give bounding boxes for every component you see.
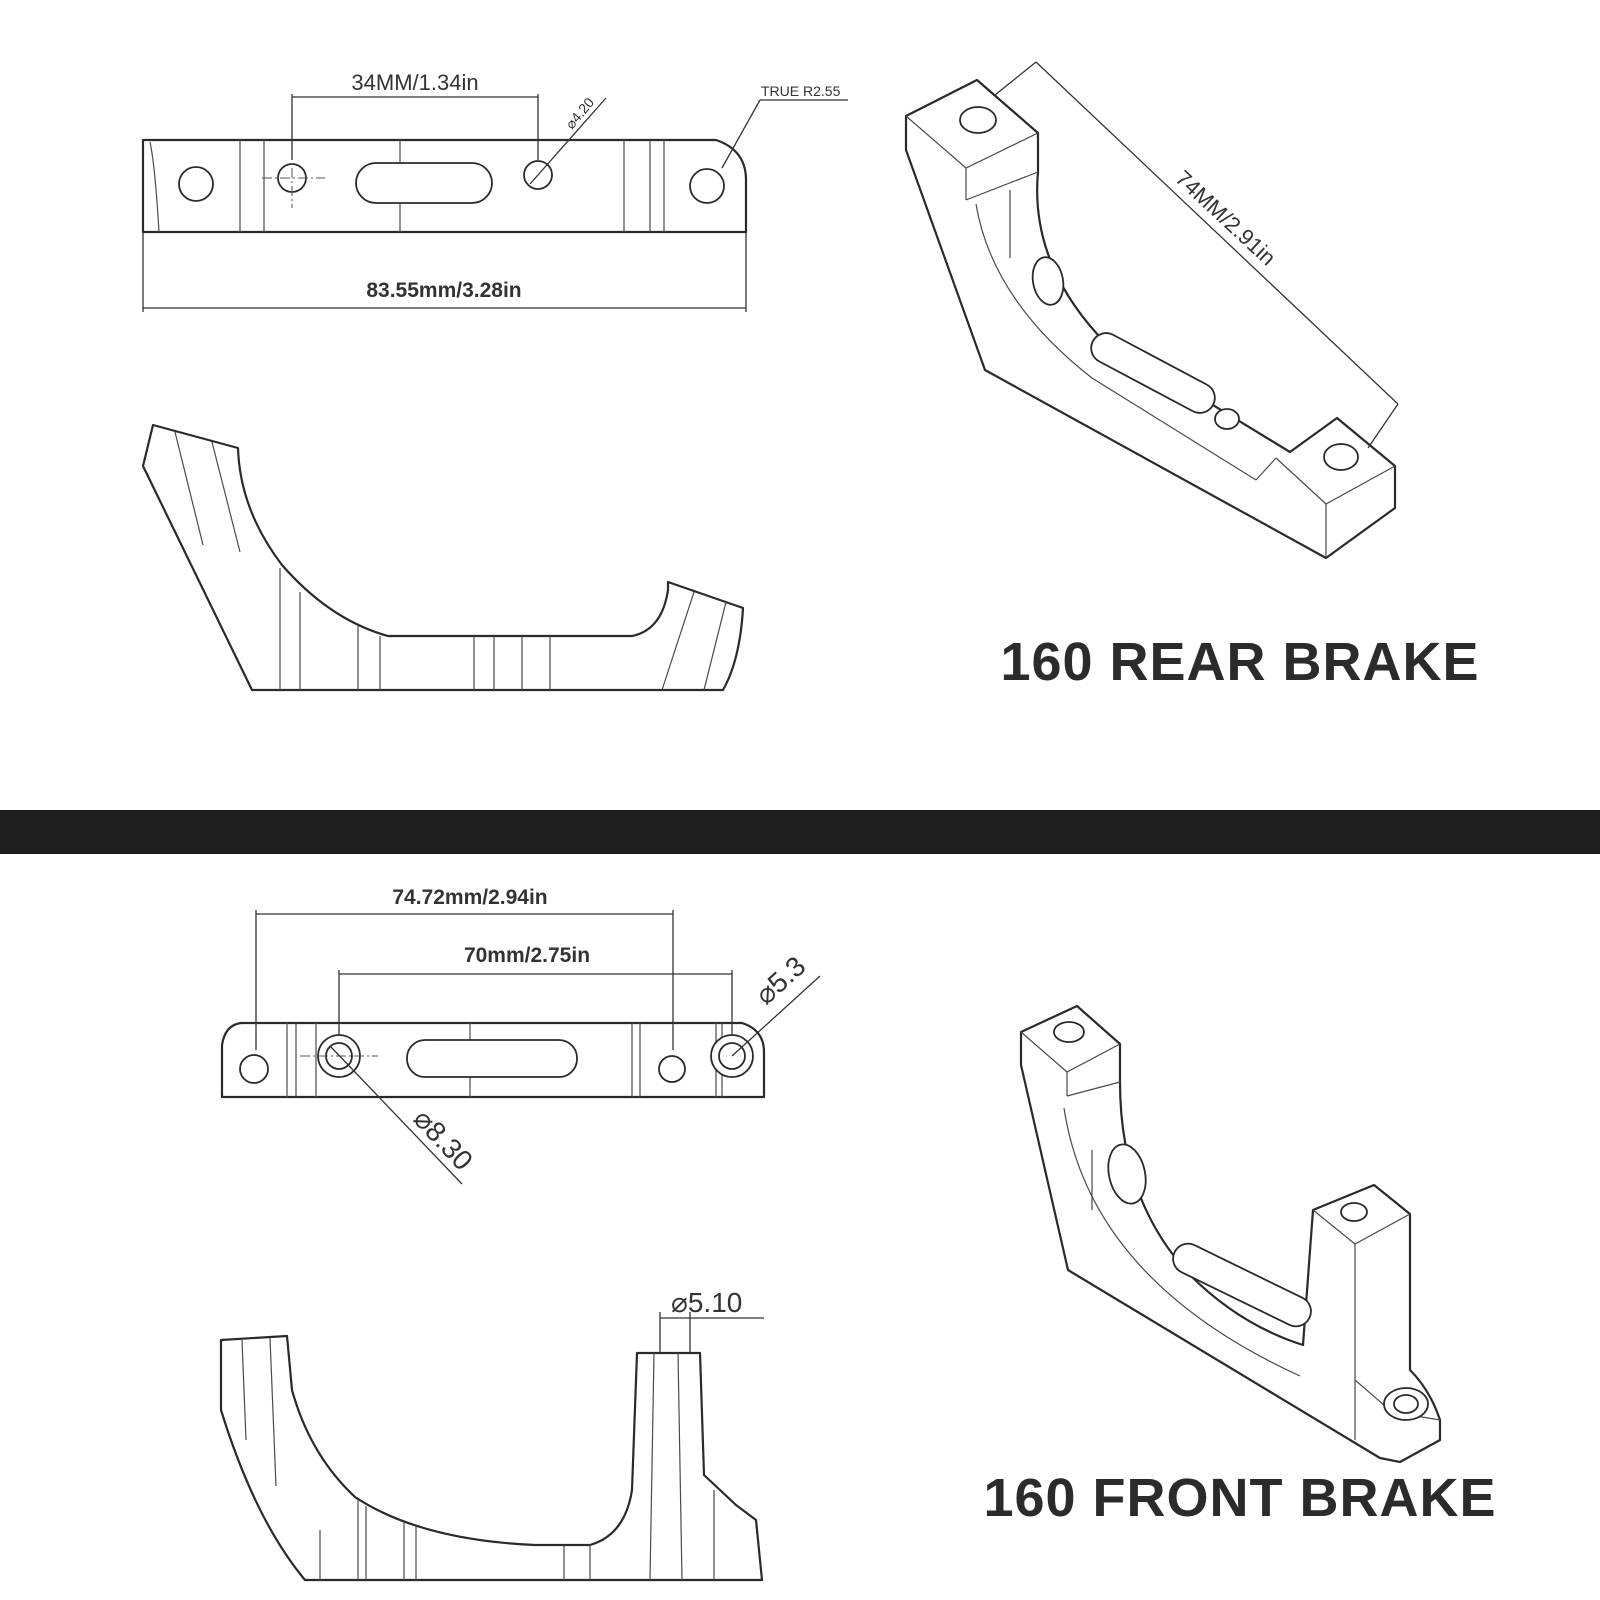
rear-radius-label: TRUE R2.55 <box>761 83 841 99</box>
front-inner-spacing-label: 70mm/2.75in <box>464 944 590 967</box>
rear-isometric-view: 74MM/2.91in <box>904 61 1399 560</box>
front-isometric-view <box>1019 1004 1442 1464</box>
front-post-diameter-label: ⌀5.10 <box>671 1287 742 1318</box>
section-divider <box>0 810 1600 854</box>
front-small-hole-label: ⌀5.3 <box>749 950 811 1010</box>
front-top-view: 74.72mm/2.94in 70mm/2.75in ⌀5.3 ⌀8.30 <box>220 886 821 1185</box>
front-outer-spacing-label: 74.72mm/2.94in <box>392 886 547 909</box>
rear-overall-length-label: 83.55mm/3.28in <box>366 279 521 302</box>
front-side-view: ⌀5.10 <box>219 1287 764 1582</box>
front-title: 160 FRONT BRAKE <box>983 1468 1496 1528</box>
rear-hole-spacing-label: 34MM/1.34in <box>351 70 478 95</box>
rear-top-view: 34MM/1.34in ⌀4.20 TRUE R2.55 83.55mm/3.2… <box>141 70 848 312</box>
rear-side-view <box>141 423 745 692</box>
rear-iso-length-label: 74MM/2.91in <box>1171 165 1281 270</box>
rear-title: 160 REAR BRAKE <box>1000 632 1479 692</box>
